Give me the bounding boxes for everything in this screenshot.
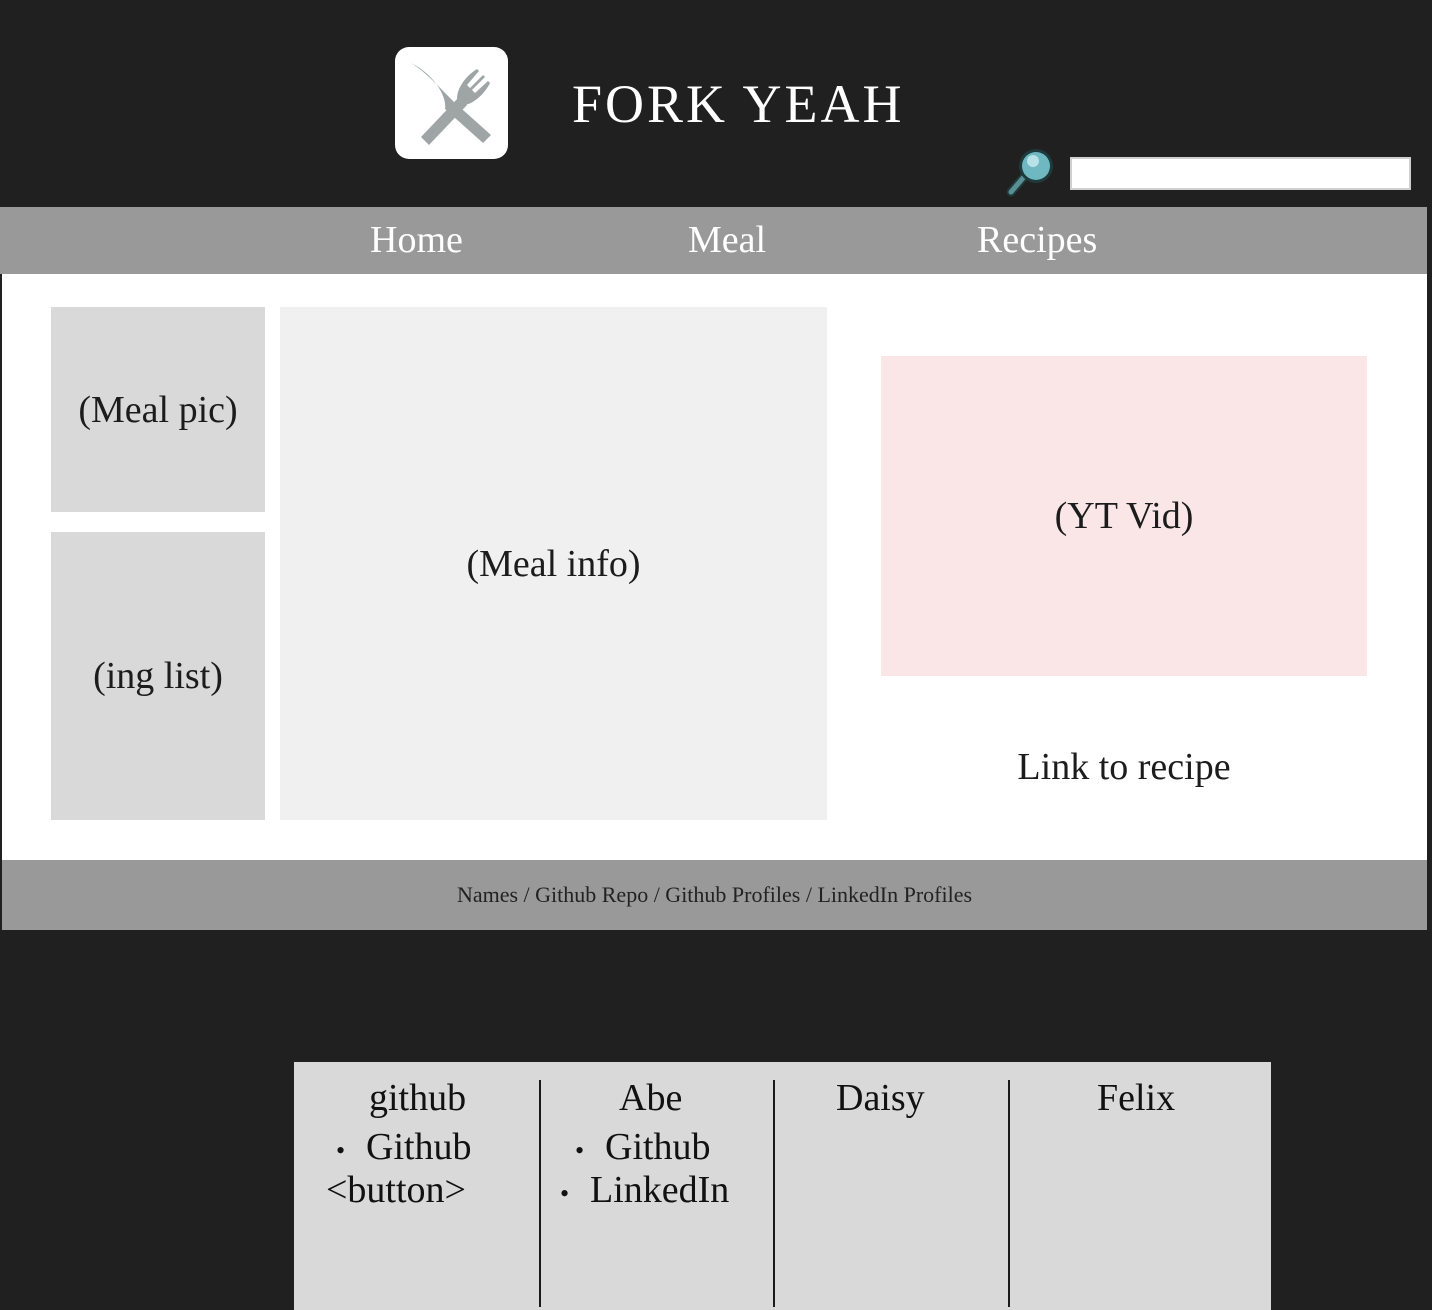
list-item[interactable]: • Github [336, 1125, 472, 1173]
linkedin-link[interactable]: LinkedIn [590, 1169, 730, 1211]
fork-knife-icon [411, 63, 491, 145]
column-divider [539, 1080, 541, 1307]
recipe-link[interactable]: Link to recipe [1017, 746, 1231, 788]
ingredient-list: (ing list) [51, 532, 265, 820]
column-divider [1008, 1080, 1010, 1307]
button-placeholder[interactable]: <button> [326, 1169, 466, 1211]
team-panel [294, 1062, 1271, 1310]
github-link[interactable]: Github [366, 1126, 472, 1168]
bullet-icon: • [575, 1136, 585, 1165]
meal-info: (Meal info) [280, 307, 827, 820]
search-input[interactable] [1070, 157, 1411, 190]
team-heading-felix: Felix [1097, 1077, 1176, 1119]
youtube-video[interactable]: (YT Vid) [881, 356, 1367, 676]
column-divider [773, 1080, 775, 1307]
nav-item-home[interactable]: Home [370, 219, 463, 261]
nav-item-recipes[interactable]: Recipes [977, 219, 1098, 261]
team-heading-daisy: Daisy [836, 1077, 925, 1119]
team-heading-abe: Abe [619, 1077, 683, 1119]
team-heading-github: github [369, 1077, 467, 1119]
github-link[interactable]: Github [605, 1126, 711, 1168]
logo[interactable] [395, 47, 508, 159]
nav-item-meal[interactable]: Meal [688, 219, 767, 261]
list-item[interactable]: • LinkedIn [560, 1168, 729, 1216]
nav-bar [0, 207, 1427, 274]
footer: Names / Github Repo / Github Profiles / … [2, 860, 1427, 930]
list-item[interactable]: • Github [575, 1125, 711, 1173]
bullet-icon: • [336, 1136, 346, 1165]
meal-picture: (Meal pic) [51, 307, 265, 512]
magnifier-icon[interactable] [1003, 146, 1057, 198]
site-title: FORK YEAH [572, 74, 905, 134]
bullet-icon: • [560, 1179, 570, 1208]
footer-text: Names / Github Repo / Github Profiles / … [456, 882, 973, 907]
